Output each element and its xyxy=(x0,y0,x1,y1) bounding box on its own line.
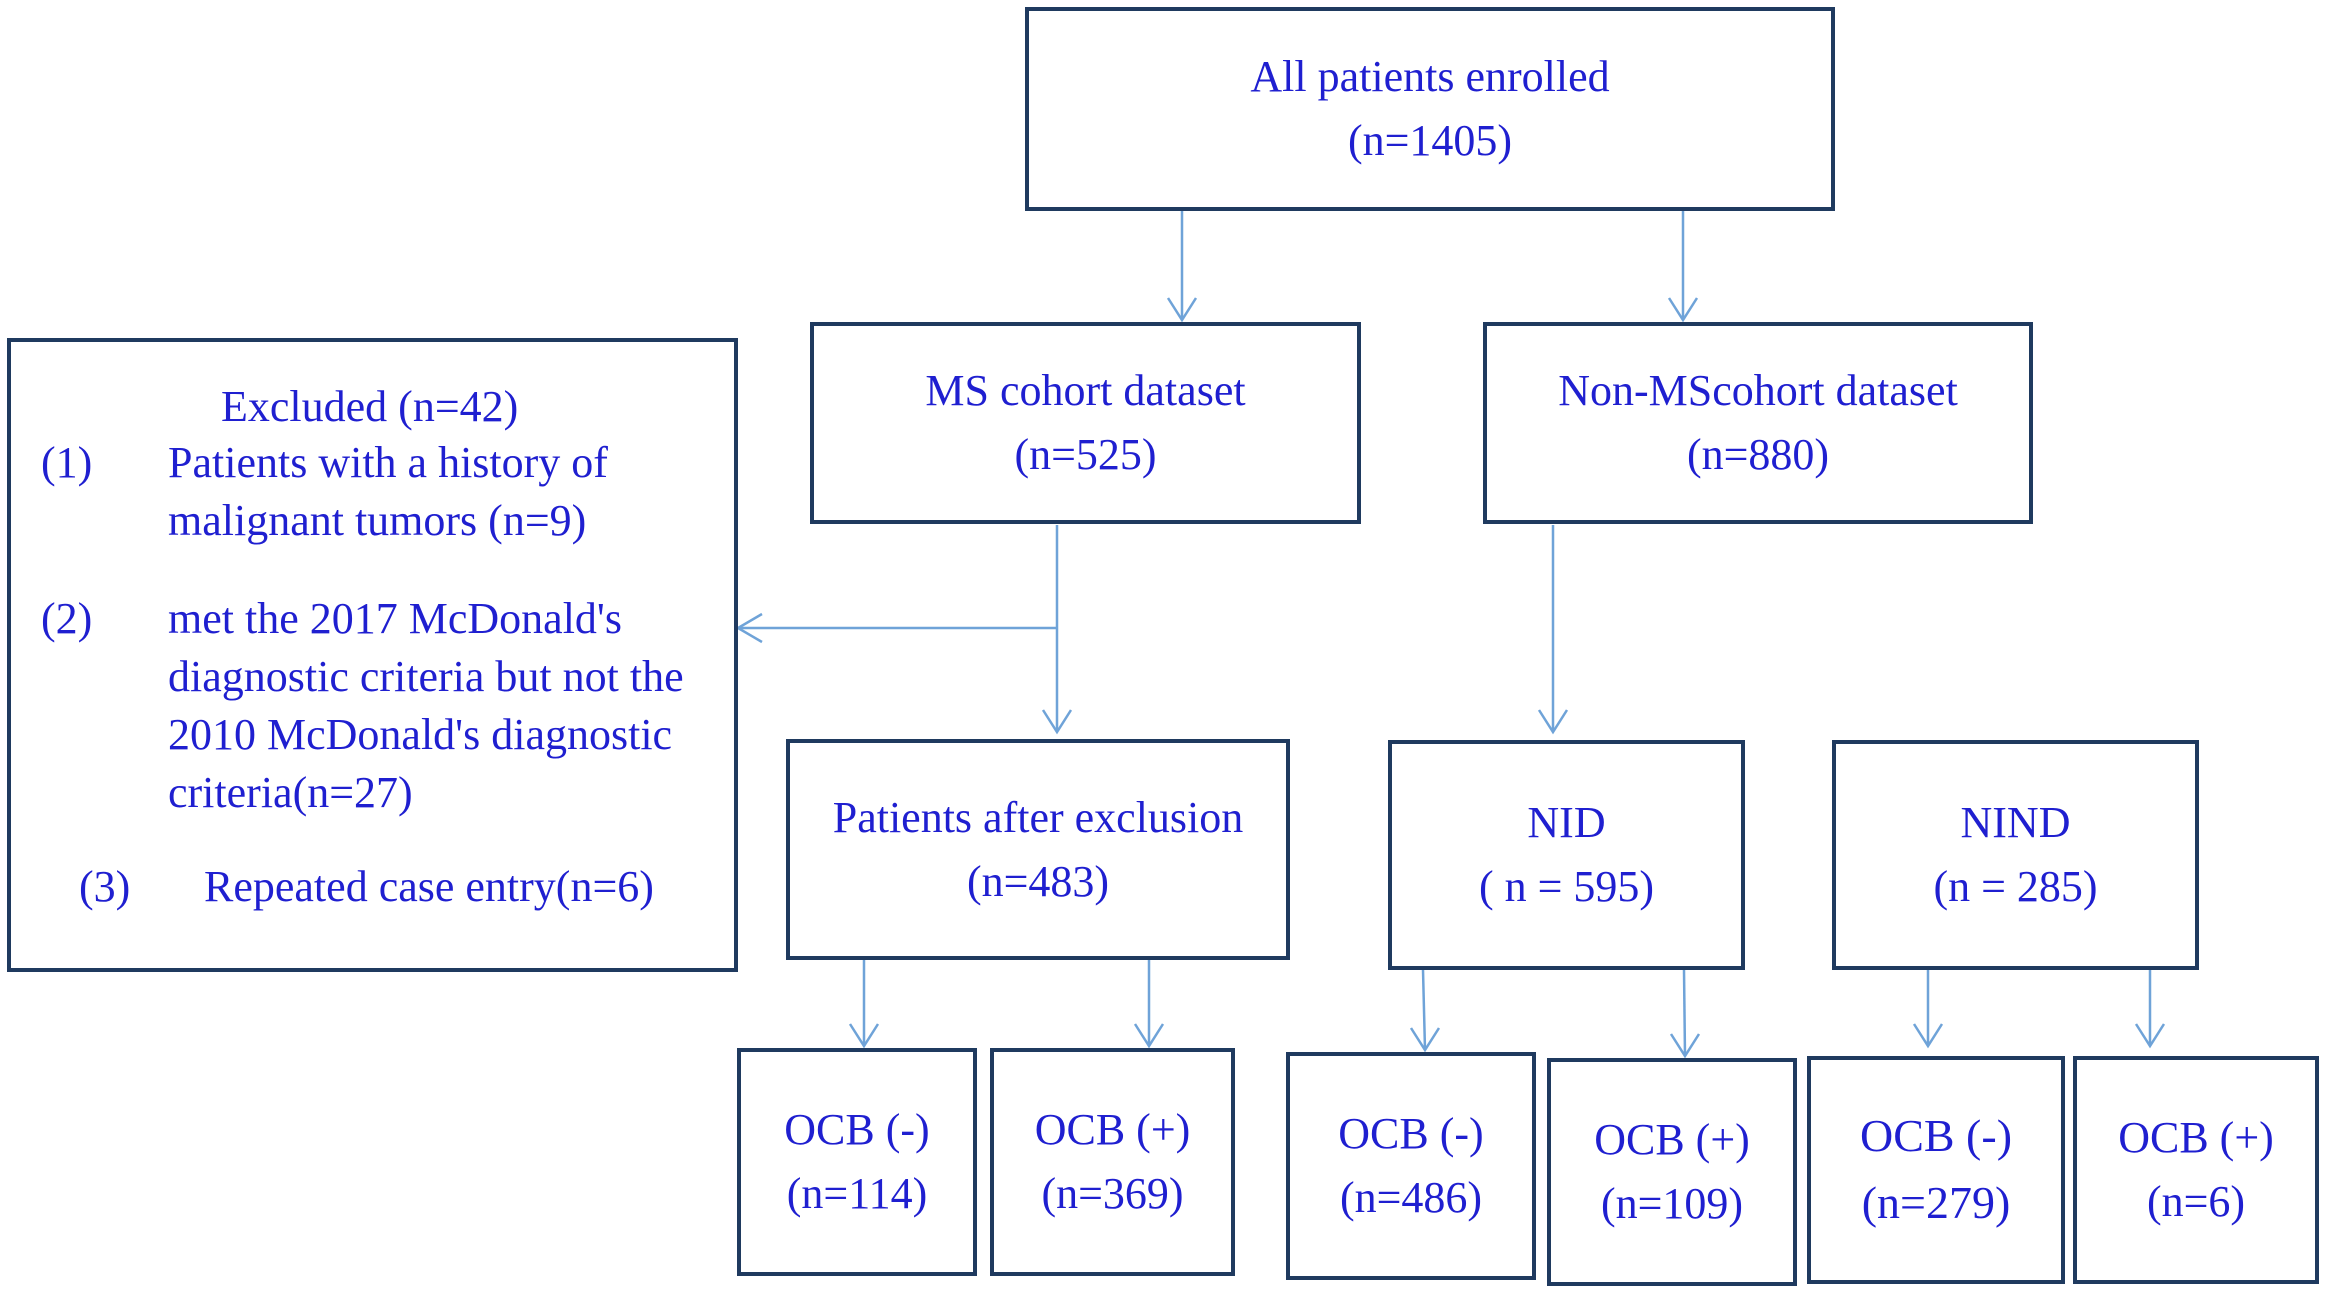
nid-ocb-neg-n: (n=486) xyxy=(1339,1173,1483,1222)
node-ms-title: MS cohort dataset xyxy=(925,366,1246,416)
arrowhead-ms-to-after xyxy=(1041,709,1073,735)
excluded-item-3-line-1: Repeated case entry(n=6) xyxy=(204,862,654,911)
node-ms-n: (n=525) xyxy=(1014,430,1157,479)
excluded-item-2-line-4: criteria(n=27) xyxy=(168,768,413,817)
excluded-title: Excluded (n=42) xyxy=(221,382,519,431)
node-nind-title: NIND xyxy=(1960,798,2071,848)
node-ms-ocb-neg: OCB (-) (n=114) xyxy=(737,1048,977,1276)
node-nonms-cohort: Non-MScohort dataset (n=880) xyxy=(1483,322,2033,524)
node-ms-ocb-pos: OCB (+) (n=369) xyxy=(990,1048,1235,1276)
excluded-item-1-line-1: Patients with a history of xyxy=(168,438,608,487)
excluded-item-2-line-3: 2010 McDonald's diagnostic xyxy=(168,710,673,759)
arrowhead-after-to-msneg xyxy=(848,1023,880,1049)
arrowhead-after-to-mspos xyxy=(1133,1023,1165,1049)
node-nid-ocb-pos: OCB (+) (n=109) xyxy=(1547,1058,1797,1286)
node-nind-ocb-pos: OCB (+) (n=6) xyxy=(2073,1056,2319,1284)
arrowhead-all-to-nonms xyxy=(1667,297,1699,323)
node-nonms-title: Non-MScohort dataset xyxy=(1558,366,1958,416)
node-nid-n: ( n = 595) xyxy=(1478,862,1655,911)
node-all-title: All patients enrolled xyxy=(1250,52,1610,102)
node-nid: NID ( n = 595) xyxy=(1388,740,1745,970)
nind-ocb-pos-title: OCB (+) xyxy=(2118,1113,2274,1163)
ms-ocb-neg-n: (n=114) xyxy=(786,1169,928,1218)
excluded-item-2-num: (2) xyxy=(41,594,93,643)
ms-ocb-pos-title: OCB (+) xyxy=(1034,1105,1191,1155)
excluded-item-2-line-2: diagnostic criteria but not the xyxy=(168,652,684,701)
arrow-nid-to-pos xyxy=(1682,969,1687,1057)
node-nonms-n: (n=880) xyxy=(1686,430,1830,479)
nind-ocb-neg-title: OCB (-) xyxy=(1859,1110,2013,1162)
arrow-nid-to-neg xyxy=(1421,969,1427,1051)
node-nind-n: (n = 285) xyxy=(1933,862,2098,911)
nid-ocb-pos-title: OCB (+) xyxy=(1594,1115,1750,1165)
nind-ocb-pos-n: (n=6) xyxy=(2146,1177,2246,1226)
excluded-item-1-num: (1) xyxy=(41,438,93,487)
arrowhead-nind-to-neg xyxy=(1912,1023,1944,1049)
arrowhead-all-to-ms xyxy=(1166,297,1198,323)
node-ms-cohort: MS cohort dataset (n=525) xyxy=(810,322,1361,524)
node-nind-ocb-neg: OCB (-) (n=279) xyxy=(1807,1056,2065,1284)
excluded-item-3-num: (3) xyxy=(79,862,131,911)
node-all-patients: All patients enrolled (n=1405) xyxy=(1025,7,1835,211)
nid-ocb-pos-n: (n=109) xyxy=(1600,1179,1744,1228)
node-after-title: Patients after exclusion xyxy=(832,792,1244,842)
arrowhead-nind-to-pos xyxy=(2134,1023,2166,1049)
arrowhead-nonms-to-nid xyxy=(1537,709,1569,735)
excluded-item-2-line-1: met the 2017 McDonald's xyxy=(168,594,622,643)
node-after-n: (n=483) xyxy=(966,856,1110,906)
node-nind: NIND (n = 285) xyxy=(1832,740,2199,970)
node-nid-ocb-neg: OCB (-) (n=486) xyxy=(1286,1052,1536,1280)
ms-ocb-neg-title: OCB (-) xyxy=(784,1105,930,1155)
excluded-item-1-line-2: malignant tumors (n=9) xyxy=(168,496,587,545)
node-after-exclusion: Patients after exclusion (n=483) xyxy=(786,739,1290,960)
arrowhead-nid-to-pos xyxy=(1669,1033,1701,1059)
node-excluded: Excluded (n=42) (1) Patients with a hist… xyxy=(7,338,738,972)
ms-ocb-pos-n: (n=369) xyxy=(1041,1169,1184,1218)
nid-ocb-neg-title: OCB (-) xyxy=(1338,1109,1484,1159)
node-all-n: (n=1405) xyxy=(1347,116,1513,165)
nind-ocb-neg-n: (n=279) xyxy=(1861,1177,2011,1228)
node-nid-title: NID xyxy=(1527,798,1606,848)
arrowhead-nid-to-neg xyxy=(1409,1027,1441,1053)
arrowhead-to-excluded xyxy=(735,612,763,644)
